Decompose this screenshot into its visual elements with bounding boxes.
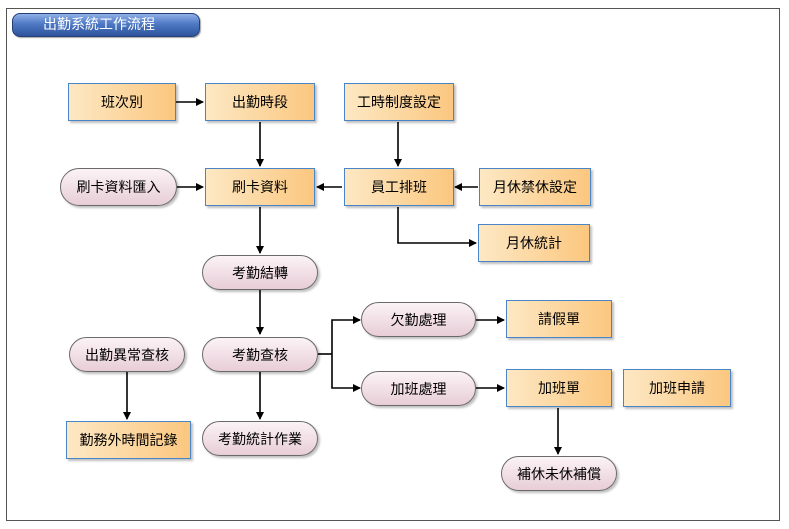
node-comp-off: 補休未休補償 xyxy=(501,456,617,491)
arrow-branch-to-overtime xyxy=(331,354,361,392)
node-anomaly-check: 出勤異常查核 xyxy=(69,337,185,372)
arrow-branch-to-absence xyxy=(331,316,361,354)
node-card-import: 刷卡資料匯入 xyxy=(60,168,177,206)
node-attendance-stats: 考勤統計作業 xyxy=(202,421,318,456)
node-absence-handling: 欠勤處理 xyxy=(361,302,476,337)
node-overtime-handling: 加班處理 xyxy=(361,371,476,406)
node-attendance-period: 出勤時段 xyxy=(205,83,315,121)
node-overtime-form: 加班單 xyxy=(506,369,612,407)
node-staff-schedule: 員工排班 xyxy=(344,168,454,206)
diagram-title: 出勤系統工作流程 xyxy=(12,13,200,37)
node-outside-work-record: 勤務外時間記錄 xyxy=(66,421,191,459)
node-card-data: 刷卡資料 xyxy=(205,168,315,206)
node-shift-type: 班次別 xyxy=(68,83,176,121)
arrow-schedule-to-offstats xyxy=(397,207,477,247)
node-attendance-check: 考勤查核 xyxy=(202,337,318,372)
node-leave-form: 請假單 xyxy=(506,300,612,338)
node-attendance-transfer: 考勤結轉 xyxy=(202,255,318,290)
node-monthly-off-setting: 月休禁休設定 xyxy=(479,168,591,206)
node-monthly-off-stats: 月休統計 xyxy=(478,224,590,262)
node-work-hour-setting: 工時制度設定 xyxy=(344,83,454,121)
node-overtime-request: 加班申請 xyxy=(623,369,731,407)
